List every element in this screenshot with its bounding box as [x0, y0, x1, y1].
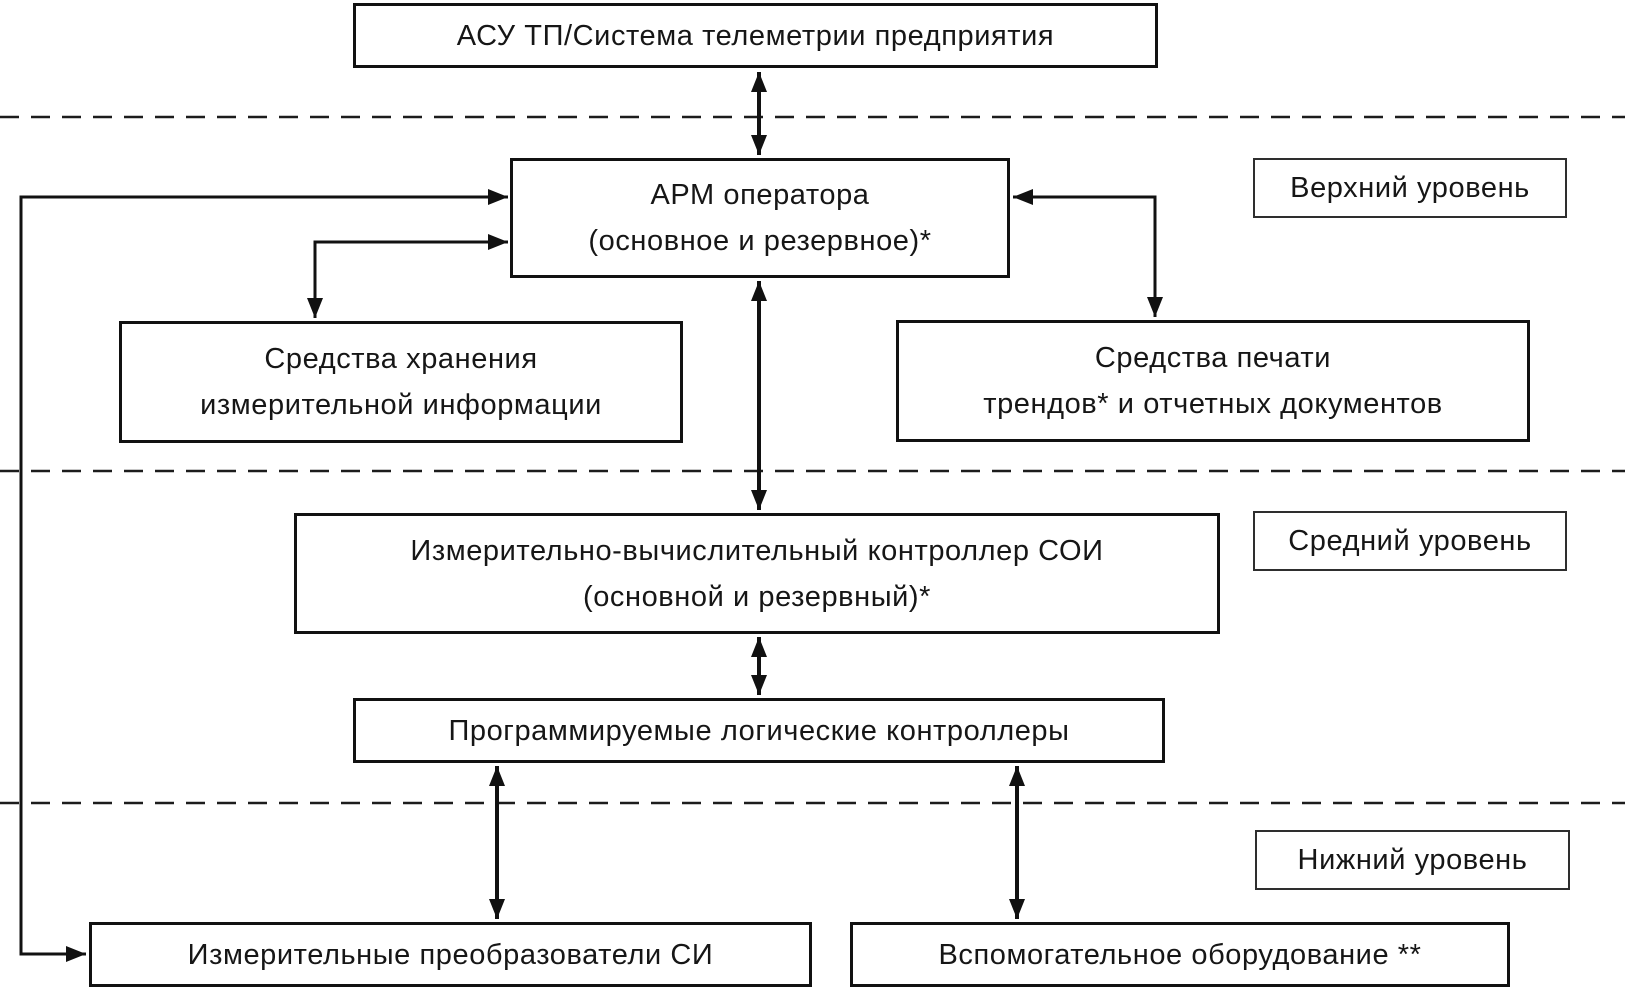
- node-operator-workstation-label: АРМ оператора (основное и резервное)*: [588, 179, 932, 257]
- link-arm-printing: [1013, 189, 1163, 317]
- node-enterprise-label: АСУ ТП/Система телеметрии предприятия: [456, 19, 1055, 52]
- level-label-middle-text: Средний уровень: [1288, 525, 1532, 557]
- node-auxiliary-equipment: Вспомогательное оборудование **: [850, 922, 1510, 987]
- node-measuring-computing-controller-label: Измерительно-вычислительный контроллер С…: [410, 534, 1104, 613]
- link-arm-storage: [307, 234, 508, 318]
- node-print-facilities-label: Средства печати трендов* и отчетных доку…: [983, 342, 1443, 420]
- level-label-lower: Нижний уровень: [1255, 830, 1570, 890]
- node-measuring-computing-controller: Измерительно-вычислительный контроллер С…: [294, 513, 1220, 634]
- node-enterprise-telemetry-system: АСУ ТП/Система телеметрии предприятия: [353, 3, 1158, 68]
- node-print-facilities: Средства печати трендов* и отчетных доку…: [896, 320, 1530, 442]
- node-measuring-transducers-label: Измерительные преобразователи СИ: [187, 938, 714, 971]
- link-arm-sensors: [19, 189, 508, 962]
- level-label-upper-text: Верхний уровень: [1290, 172, 1530, 204]
- level-label-upper: Верхний уровень: [1253, 158, 1567, 218]
- node-measurement-storage: Средства хранения измерительной информац…: [119, 321, 683, 443]
- node-measuring-transducers: Измерительные преобразователи СИ: [89, 922, 812, 987]
- level-label-lower-text: Нижний уровень: [1297, 844, 1528, 876]
- node-operator-workstation: АРМ оператора (основное и резервное)*: [510, 158, 1010, 278]
- node-auxiliary-equipment-label: Вспомогательное оборудование **: [938, 938, 1422, 971]
- node-programmable-logic-controllers-label: Программируемые логические контроллеры: [448, 714, 1070, 747]
- level-label-middle: Средний уровень: [1253, 511, 1567, 571]
- node-measurement-storage-label: Средства хранения измерительной информац…: [200, 343, 602, 421]
- node-programmable-logic-controllers: Программируемые логические контроллеры: [353, 698, 1165, 763]
